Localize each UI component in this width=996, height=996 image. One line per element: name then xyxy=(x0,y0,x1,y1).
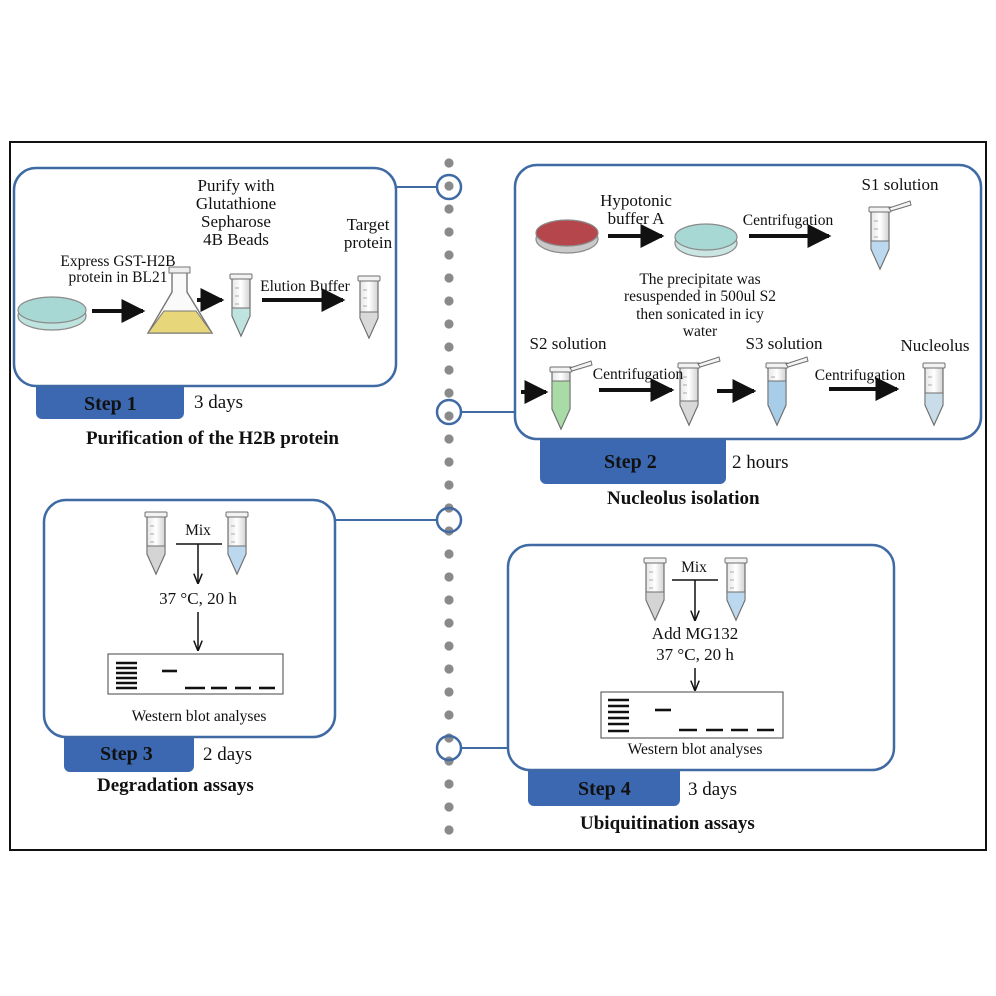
step2-tab xyxy=(540,430,726,484)
elution-buffer-label: Elution Buffer xyxy=(260,278,350,295)
step2-caption: Nucleolus isolation xyxy=(607,488,760,509)
timeline-dot xyxy=(444,457,454,467)
express-text: Express GST-H2B protein in BL21 xyxy=(60,253,176,287)
timeline-dot xyxy=(444,618,454,628)
timeline-dot xyxy=(444,572,454,582)
centrifugation-1-label: Centrifugation xyxy=(742,212,834,229)
timeline-dot xyxy=(444,595,454,605)
nucleolus-label: Nucleolus xyxy=(900,336,970,355)
centrifugation-3-label: Centrifugation xyxy=(814,367,906,384)
timeline-dot xyxy=(444,204,454,214)
step2-box xyxy=(513,163,983,441)
timeline-dot xyxy=(444,319,454,329)
western-blot-step3 xyxy=(107,653,284,695)
purify-text: Purify with Glutathione Sepharose 4B Bea… xyxy=(195,176,277,249)
step4-label: Step 4 xyxy=(578,778,631,800)
tube-s3 xyxy=(765,356,809,427)
outer-frame xyxy=(9,141,987,851)
timeline-dot xyxy=(444,641,454,651)
precipitate-text: The precipitate was resuspended in 500ul… xyxy=(624,271,776,341)
timeline-dot xyxy=(444,664,454,674)
mix-label-step3: Mix xyxy=(185,522,211,539)
timeline-dot xyxy=(444,250,454,260)
timeline-dot xyxy=(444,273,454,283)
timeline-dot xyxy=(444,411,454,421)
petri-dish-green xyxy=(17,296,87,331)
step4-tab xyxy=(528,762,680,806)
flask-icon xyxy=(146,266,214,334)
step4-duration: 3 days xyxy=(688,779,738,800)
tube-s2 xyxy=(549,360,593,431)
tube-step1-target xyxy=(357,275,381,340)
s3-solution-label: S3 solution xyxy=(745,334,823,353)
add-mg132-label: Add MG132 xyxy=(651,624,739,643)
step1-duration: 3 days xyxy=(194,392,244,413)
step2-label: Step 2 xyxy=(604,451,657,473)
western-blot-label-step3: Western blot analyses xyxy=(131,708,267,725)
tube-step4-right xyxy=(724,557,748,622)
target-protein-text: Target protein xyxy=(343,215,393,252)
timeline-dot xyxy=(444,181,454,191)
timeline-dot xyxy=(444,342,454,352)
condition-step3: 37 °C, 20 h xyxy=(159,589,237,608)
tube-step4-left xyxy=(643,557,667,622)
tube-nucleolus xyxy=(922,362,946,427)
timeline-dot xyxy=(444,158,454,168)
timeline-dot xyxy=(444,388,454,398)
petri-dish-red xyxy=(535,219,599,254)
timeline-dotted-line xyxy=(444,158,454,835)
tube-s1 xyxy=(868,200,912,271)
timeline-dot xyxy=(444,434,454,444)
s1-solution-label: S1 solution xyxy=(861,175,939,194)
timeline-dot xyxy=(444,687,454,697)
step1-label: Step 1 xyxy=(84,393,137,415)
timeline-dot xyxy=(444,227,454,237)
step3-duration: 2 days xyxy=(203,744,253,765)
timeline-dot xyxy=(444,825,454,835)
tube-after-sonication xyxy=(677,356,721,427)
mix-label-step4: Mix xyxy=(681,559,707,576)
s2-solution-label: S2 solution xyxy=(529,334,607,353)
step1-box xyxy=(12,166,398,388)
timeline-dot xyxy=(444,802,454,812)
timeline-dot xyxy=(444,549,454,559)
timeline-dot xyxy=(444,779,454,789)
timeline-dot xyxy=(444,365,454,375)
timeline-dot xyxy=(444,710,454,720)
tube-step3-right xyxy=(225,511,249,576)
hypotonic-buffer-text: Hypotonic buffer A xyxy=(600,191,672,228)
condition-step4: 37 °C, 20 h xyxy=(656,645,734,664)
timeline-dot xyxy=(444,480,454,490)
step2-duration: 2 hours xyxy=(732,452,789,473)
tube-step3-left xyxy=(144,511,168,576)
tube-step1-a xyxy=(229,273,253,338)
timeline-dot xyxy=(444,296,454,306)
step3-caption: Degradation assays xyxy=(97,775,254,796)
step1-caption: Purification of the H2B protein xyxy=(86,428,339,449)
centrifugation-2-label: Centrifugation xyxy=(592,366,684,383)
western-blot-step4 xyxy=(600,691,784,739)
step3-label: Step 3 xyxy=(100,743,153,765)
western-blot-label-step4: Western blot analyses xyxy=(627,741,763,758)
petri-dish-teal xyxy=(674,223,738,258)
step4-caption: Ubiquitination assays xyxy=(580,813,755,834)
